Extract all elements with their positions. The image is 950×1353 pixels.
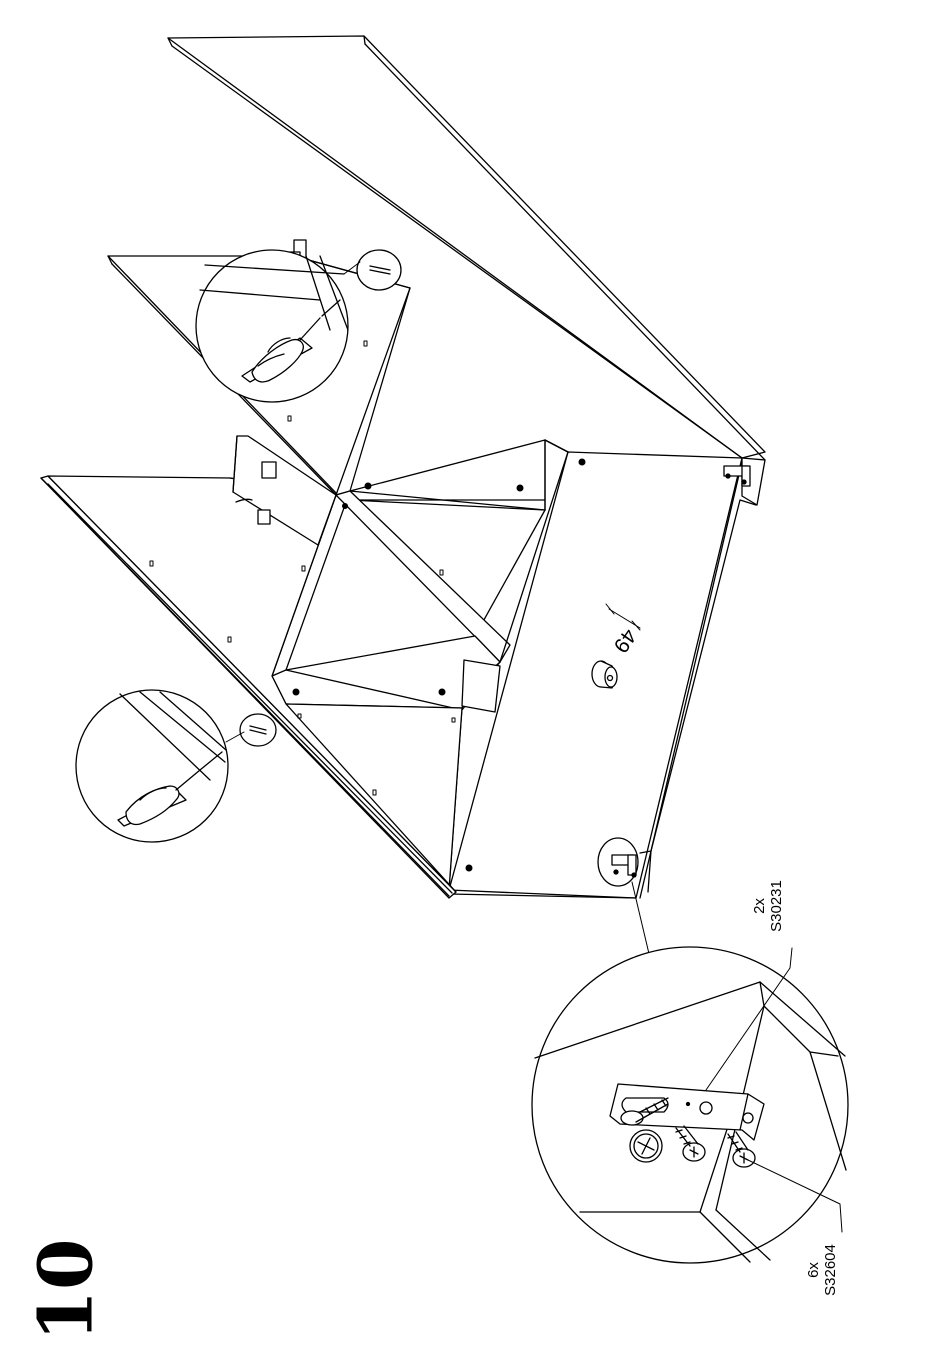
detail-circle-hinge-upper <box>196 250 348 402</box>
step-number-group: 10 <box>24 1239 110 1342</box>
detail-circle-bracket <box>532 947 848 1263</box>
part-label-screw: 6x S32604 <box>805 1244 839 1296</box>
phillips-screwdriver-icon <box>630 1130 662 1162</box>
part-quantity: 2x <box>751 898 768 914</box>
part-code: S32604 <box>822 1244 839 1296</box>
detail-circle-hinge-lower <box>76 690 228 842</box>
step-number: 10 <box>24 1239 110 1342</box>
part-label-bracket: 2x S30231 <box>751 880 785 932</box>
part-code: S30231 <box>768 880 785 932</box>
part-quantity: 6x <box>805 1262 822 1278</box>
